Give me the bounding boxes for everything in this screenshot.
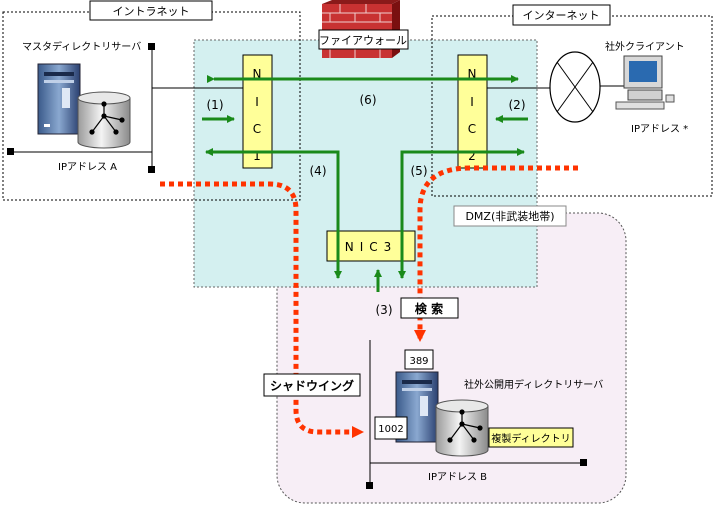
nic3-box: NIC3 (326, 230, 416, 262)
intranet-network (12, 45, 244, 172)
intranet-label-box (89, 0, 213, 21)
shadowing-path (160, 181, 364, 438)
master-server-icon (37, 63, 81, 135)
firewall-label: ファイアウォール (319, 34, 407, 47)
client-computer-icon (615, 55, 675, 110)
nic1-box: N I C 1 (242, 54, 273, 169)
flow-5-label: (5) (411, 164, 428, 178)
public-ip-label: IPアドレス B (428, 472, 487, 483)
master-ip-label: IPアドレス A (58, 162, 117, 173)
flow-6-label: (6) (360, 93, 377, 107)
shadowing-label-box (263, 373, 361, 397)
svg-text:1: 1 (253, 149, 261, 163)
svg-text:N: N (253, 67, 262, 81)
svg-text:C: C (253, 122, 261, 136)
svg-text:2: 2 (468, 149, 476, 163)
firewall-label-box (318, 29, 409, 50)
svg-text:C: C (468, 122, 476, 136)
public-network (369, 340, 583, 486)
replica-directory-cylinder-icon (435, 399, 489, 457)
replica-label: 複製ディレクトリ (491, 432, 570, 445)
flow-4-arrow (205, 148, 342, 279)
internet-label-box (512, 4, 611, 26)
intranet-label: イントラネット (113, 5, 190, 18)
svg-text:N: N (468, 67, 477, 81)
internet-label: インターネット (523, 9, 600, 22)
port-1002: 1002 (378, 424, 403, 435)
shadowing-label: シャドウイング (270, 378, 354, 393)
dmz-label-box (453, 205, 567, 227)
router-icon (549, 51, 601, 123)
master-server-label: マスタディレクトリサーバ (22, 40, 141, 53)
dmz-label: DMZ(非武装地帯) (465, 210, 554, 223)
flow-1-label: (1) (207, 98, 224, 112)
public-server-label: 社外公開用ディレクトリサーバ (464, 378, 603, 391)
svg-text:NIC3: NIC3 (345, 240, 398, 254)
port-389-box (404, 349, 434, 370)
search-path (414, 165, 578, 342)
port-389: 389 (409, 356, 428, 367)
client-ip-label: IPアドレス * (631, 124, 688, 135)
flow-4-label: (4) (310, 164, 327, 178)
svg-text:I: I (255, 95, 259, 109)
flow-5-arrow (398, 148, 525, 279)
client-label: 社外クライアント (605, 40, 685, 53)
master-directory-cylinder-icon (77, 91, 131, 149)
search-label: 検 索 (415, 301, 443, 316)
search-label-box (400, 297, 459, 319)
flow-2-label: (2) (509, 98, 526, 112)
replica-label-box (488, 427, 574, 448)
nic2-box: N I C 2 (457, 54, 488, 169)
svg-text:I: I (470, 95, 474, 109)
flow-3-label: (3) (376, 303, 393, 317)
port-1002-box (374, 416, 408, 440)
